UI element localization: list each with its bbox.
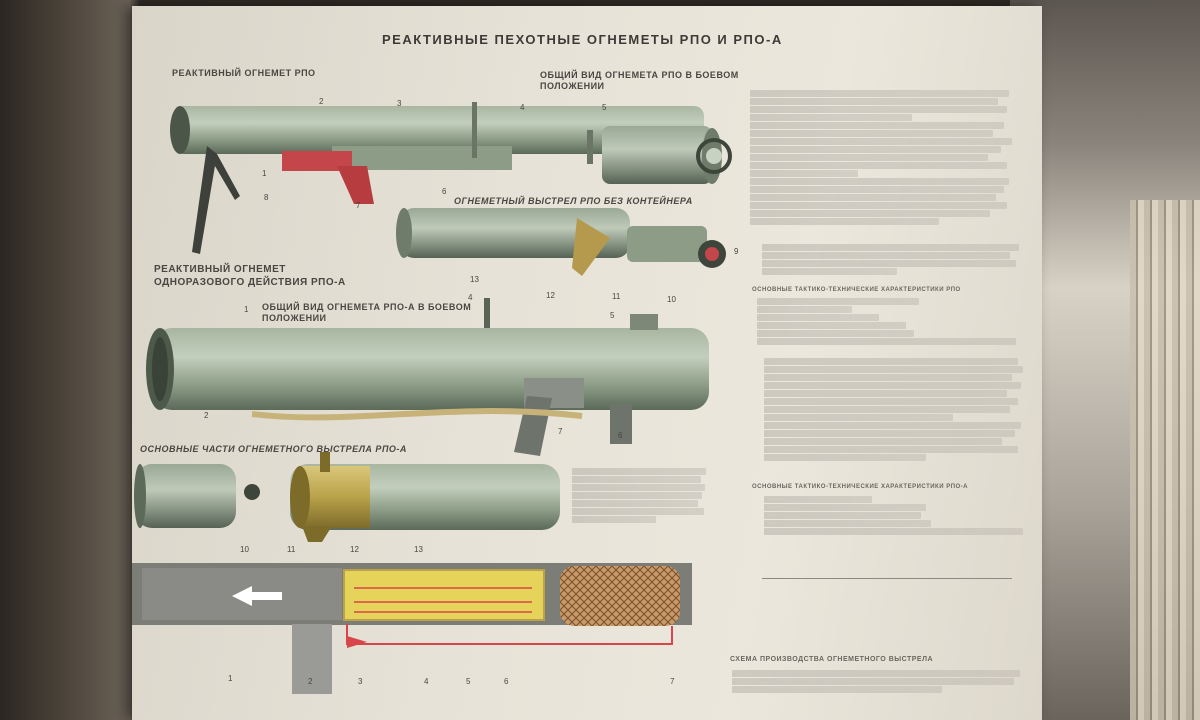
callout-number: 6 (442, 187, 447, 196)
divider-line (762, 578, 1012, 579)
callout-number: 5 (466, 677, 471, 686)
callout-number: 3 (358, 677, 363, 686)
rpo-launcher (170, 102, 732, 254)
callout-number: 12 (546, 291, 555, 300)
rpoa-launcher (146, 298, 709, 456)
label-rpoa-view-1: ОБЩИЙ ВИД ОГНЕМЕТА РПО-А В БОЕВОМ (262, 302, 472, 312)
callout-number: 4 (468, 293, 473, 302)
callout-number: 7 (356, 201, 361, 210)
label-rpo-section: РЕАКТИВНЫЙ ОГНЕМЕТ РПО (172, 68, 316, 78)
legend-text-rpo (762, 244, 1032, 280)
callout-number: 5 (610, 311, 615, 320)
rpoa-callouts: 4 5 1 2 6 7 (204, 293, 623, 440)
ttx-text-rpo (757, 298, 1027, 348)
label-rpo-view-1: ОБЩИЙ ВИД ОГНЕМЕТА РПО В БОЕВОМ (540, 70, 739, 80)
callout-number: 6 (618, 431, 623, 440)
callout-number: 7 (558, 427, 563, 436)
description-text-rpoa (764, 358, 1034, 476)
callout-number: 1 (228, 674, 233, 683)
callout-number: 5 (602, 103, 607, 112)
firing-scheme (132, 563, 692, 694)
callout-number: 10 (240, 545, 249, 554)
legend-text-scheme (732, 670, 1032, 700)
label-rpo-shot: ОГНЕМЕТНЫЙ ВЫСТРЕЛ РПО БЕЗ КОНТЕЙНЕРА (454, 196, 693, 206)
callout-number: 9 (734, 247, 739, 256)
poster-title: РЕАКТИВНЫЕ ПЕХОТНЫЕ ОГНЕМЕТЫ РПО И РПО-А (382, 32, 783, 47)
label-parts: ОСНОВНЫЕ ЧАСТИ ОГНЕМЕТНОГО ВЫСТРЕЛА РПО-… (140, 444, 407, 454)
heading-ttx-rpo: ОСНОВНЫЕ ТАКТИКО-ТЕХНИЧЕСКИЕ ХАРАКТЕРИСТ… (752, 287, 961, 293)
callout-number: 13 (470, 275, 479, 284)
callout-number: 13 (414, 545, 423, 554)
callout-number: 3 (397, 99, 402, 108)
callout-number: 2 (308, 677, 313, 686)
scheme-callouts: 1 2 3 4 5 6 7 (228, 674, 675, 686)
rpo-callout-numbers: 2 3 4 5 1 8 7 6 (262, 97, 607, 210)
callout-number: 8 (264, 193, 269, 202)
rpo-shot (396, 208, 726, 276)
callout-number: 2 (204, 411, 209, 420)
callout-number: 11 (612, 292, 621, 301)
callout-number: 12 (350, 545, 359, 554)
rpoa-shot-parts (134, 452, 560, 542)
label-rpoa-view-2: ПОЛОЖЕНИИ (262, 313, 327, 323)
label-rpoa-section-1: РЕАКТИВНЫЙ ОГНЕМЕТ (154, 264, 286, 275)
callout-number: 1 (244, 305, 249, 314)
poster: РЕАКТИВНЫЕ ПЕХОТНЫЕ ОГНЕМЕТЫ РПО И РПО-А… (132, 6, 1042, 720)
weapon-illustrations: 2 3 4 5 1 8 7 6 9 13 12 (132, 97, 739, 694)
callout-number: 10 (667, 295, 676, 304)
callout-number: 4 (424, 677, 429, 686)
legend-text-parts (572, 468, 712, 528)
book-stack (1130, 200, 1200, 720)
callout-number: 11 (287, 545, 296, 554)
heading-ttx-rpoa: ОСНОВНЫЕ ТАКТИКО-ТЕХНИЧЕСКИЕ ХАРАКТЕРИСТ… (752, 484, 969, 490)
callout-number: 7 (670, 677, 675, 686)
callout-number: 1 (262, 169, 267, 178)
rpo-shot-callouts: 9 13 12 11 10 (470, 247, 739, 304)
description-text-rpo (750, 90, 1020, 240)
label-rpoa-section-2: ОДНОРАЗОВОГО ДЕЙСТВИЯ РПО-А (154, 277, 346, 288)
callout-number: 2 (319, 97, 324, 106)
parts-callouts: 10 11 12 13 (240, 545, 423, 554)
ttx-text-rpoa (764, 496, 1034, 548)
callout-number: 4 (520, 103, 525, 112)
label-rpo-view-2: ПОЛОЖЕНИИ (540, 81, 605, 91)
heading-scheme: СХЕМА ПРОИЗВОДСТВА ОГНЕМЕТНОГО ВЫСТРЕЛА (730, 656, 934, 663)
callout-number: 6 (504, 677, 509, 686)
